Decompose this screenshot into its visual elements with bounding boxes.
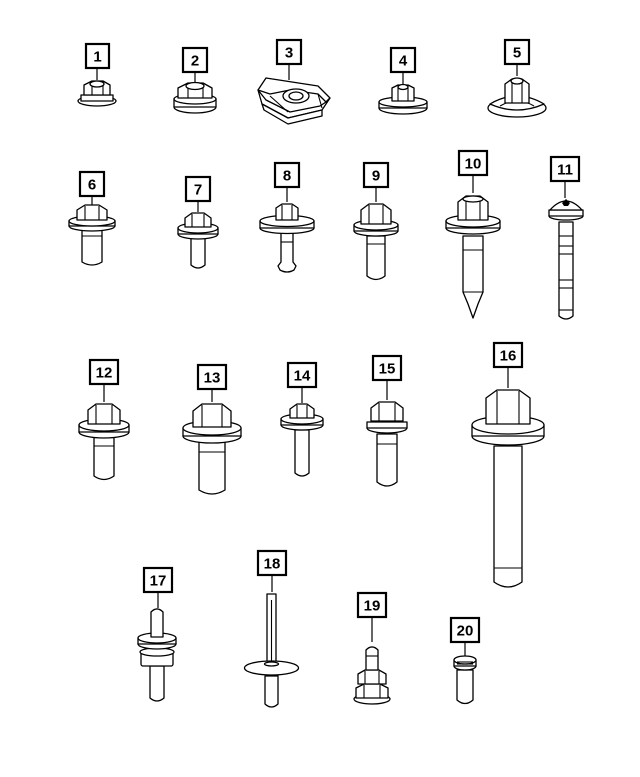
callout-label: 7 xyxy=(194,182,202,199)
flange-nut-icon xyxy=(77,80,117,107)
hex-flange-bolt-icon xyxy=(353,203,399,281)
callout-label: 11 xyxy=(557,162,573,179)
callout-label: 14 xyxy=(294,368,311,385)
callout-label: 4 xyxy=(399,53,408,70)
callout-3[interactable]: 3 xyxy=(275,38,303,80)
nut-with-washer-icon xyxy=(487,77,547,118)
hex-flange-bolt-icon xyxy=(182,403,242,495)
hex-flange-bolt-icon xyxy=(366,401,408,487)
callout-6[interactable]: 6 xyxy=(78,170,106,205)
flange-nut-icon xyxy=(378,83,428,115)
callout-label: 18 xyxy=(264,556,281,573)
callout-label: 3 xyxy=(285,45,293,62)
callout-5[interactable]: 5 xyxy=(503,38,531,76)
u-nut-clip-icon xyxy=(257,77,331,125)
callout-label: 2 xyxy=(191,53,199,70)
callout-label: 12 xyxy=(96,365,113,382)
callout-7[interactable]: 7 xyxy=(184,175,212,212)
callout-14[interactable]: 14 xyxy=(286,361,318,403)
callout-17[interactable]: 17 xyxy=(142,566,174,608)
callout-label: 1 xyxy=(93,49,101,66)
hex-flange-bolt-icon xyxy=(177,212,219,269)
callout-16[interactable]: 16 xyxy=(492,341,524,388)
callout-label: 17 xyxy=(150,573,167,590)
stepped-bolt-icon xyxy=(259,203,315,273)
callout-label: 8 xyxy=(283,168,291,185)
callout-15[interactable]: 15 xyxy=(371,354,403,400)
callout-label: 13 xyxy=(204,370,221,387)
callout-18[interactable]: 18 xyxy=(256,549,288,592)
callout-19[interactable]: 19 xyxy=(356,591,388,642)
push-pin-icon xyxy=(453,655,477,705)
callout-13[interactable]: 13 xyxy=(196,363,228,402)
hex-flange-bolt-icon xyxy=(280,403,324,477)
flange-nut-icon xyxy=(173,81,217,114)
callout-10[interactable]: 10 xyxy=(457,149,489,193)
callout-label: 16 xyxy=(500,348,517,365)
torx-long-bolt-icon xyxy=(548,199,584,320)
callout-9[interactable]: 9 xyxy=(362,161,390,202)
blind-rivet-icon xyxy=(243,593,300,708)
long-hex-bolt-icon xyxy=(471,389,545,588)
callout-label: 9 xyxy=(372,168,380,185)
callout-4[interactable]: 4 xyxy=(389,46,417,84)
callout-label: 10 xyxy=(465,156,482,173)
callout-8[interactable]: 8 xyxy=(273,161,301,202)
hex-flange-bolt-icon xyxy=(68,204,116,266)
callout-label: 20 xyxy=(457,623,474,640)
stud-icon xyxy=(137,608,177,702)
stud-with-nut-icon xyxy=(353,646,391,705)
hex-flange-bolt-icon xyxy=(78,403,130,481)
callout-label: 5 xyxy=(513,45,521,62)
callout-label: 15 xyxy=(379,361,396,378)
callout-2[interactable]: 2 xyxy=(181,46,209,82)
callout-label: 19 xyxy=(364,598,381,615)
callout-1[interactable]: 1 xyxy=(84,42,111,80)
callout-label: 6 xyxy=(88,177,96,194)
callout-11[interactable]: 11 xyxy=(549,155,581,198)
pointed-bolt-icon xyxy=(445,195,501,319)
callout-12[interactable]: 12 xyxy=(88,358,120,402)
callout-20[interactable]: 20 xyxy=(449,616,481,656)
